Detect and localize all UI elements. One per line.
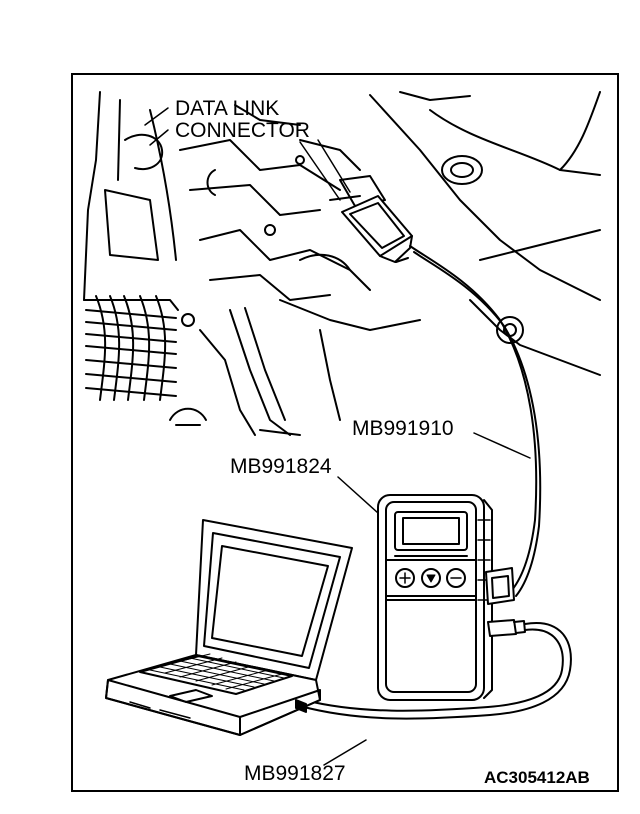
vehicle-dash-area — [83, 91, 601, 436]
mb991827-cable — [299, 622, 572, 720]
laptop-computer — [105, 519, 353, 736]
mb991910-leader — [473, 432, 531, 459]
mb991824-label: MB991824 — [230, 455, 332, 478]
mb991824-leader — [337, 476, 379, 514]
mb991827-label: MB991827 — [244, 762, 346, 785]
data-link-connector-label-line2: CONNECTOR — [175, 119, 310, 142]
mb991827-leader — [323, 739, 367, 766]
figure-frame — [71, 73, 619, 792]
mb991910-label: MB991910 — [352, 417, 454, 440]
mb991910-cable — [341, 195, 542, 597]
connector-leader-lines — [144, 107, 351, 201]
figure-code: AC305412AB — [484, 768, 590, 787]
data-link-connector-label-line1: DATA LINK — [175, 97, 280, 120]
mb991824-unit — [377, 494, 526, 701]
